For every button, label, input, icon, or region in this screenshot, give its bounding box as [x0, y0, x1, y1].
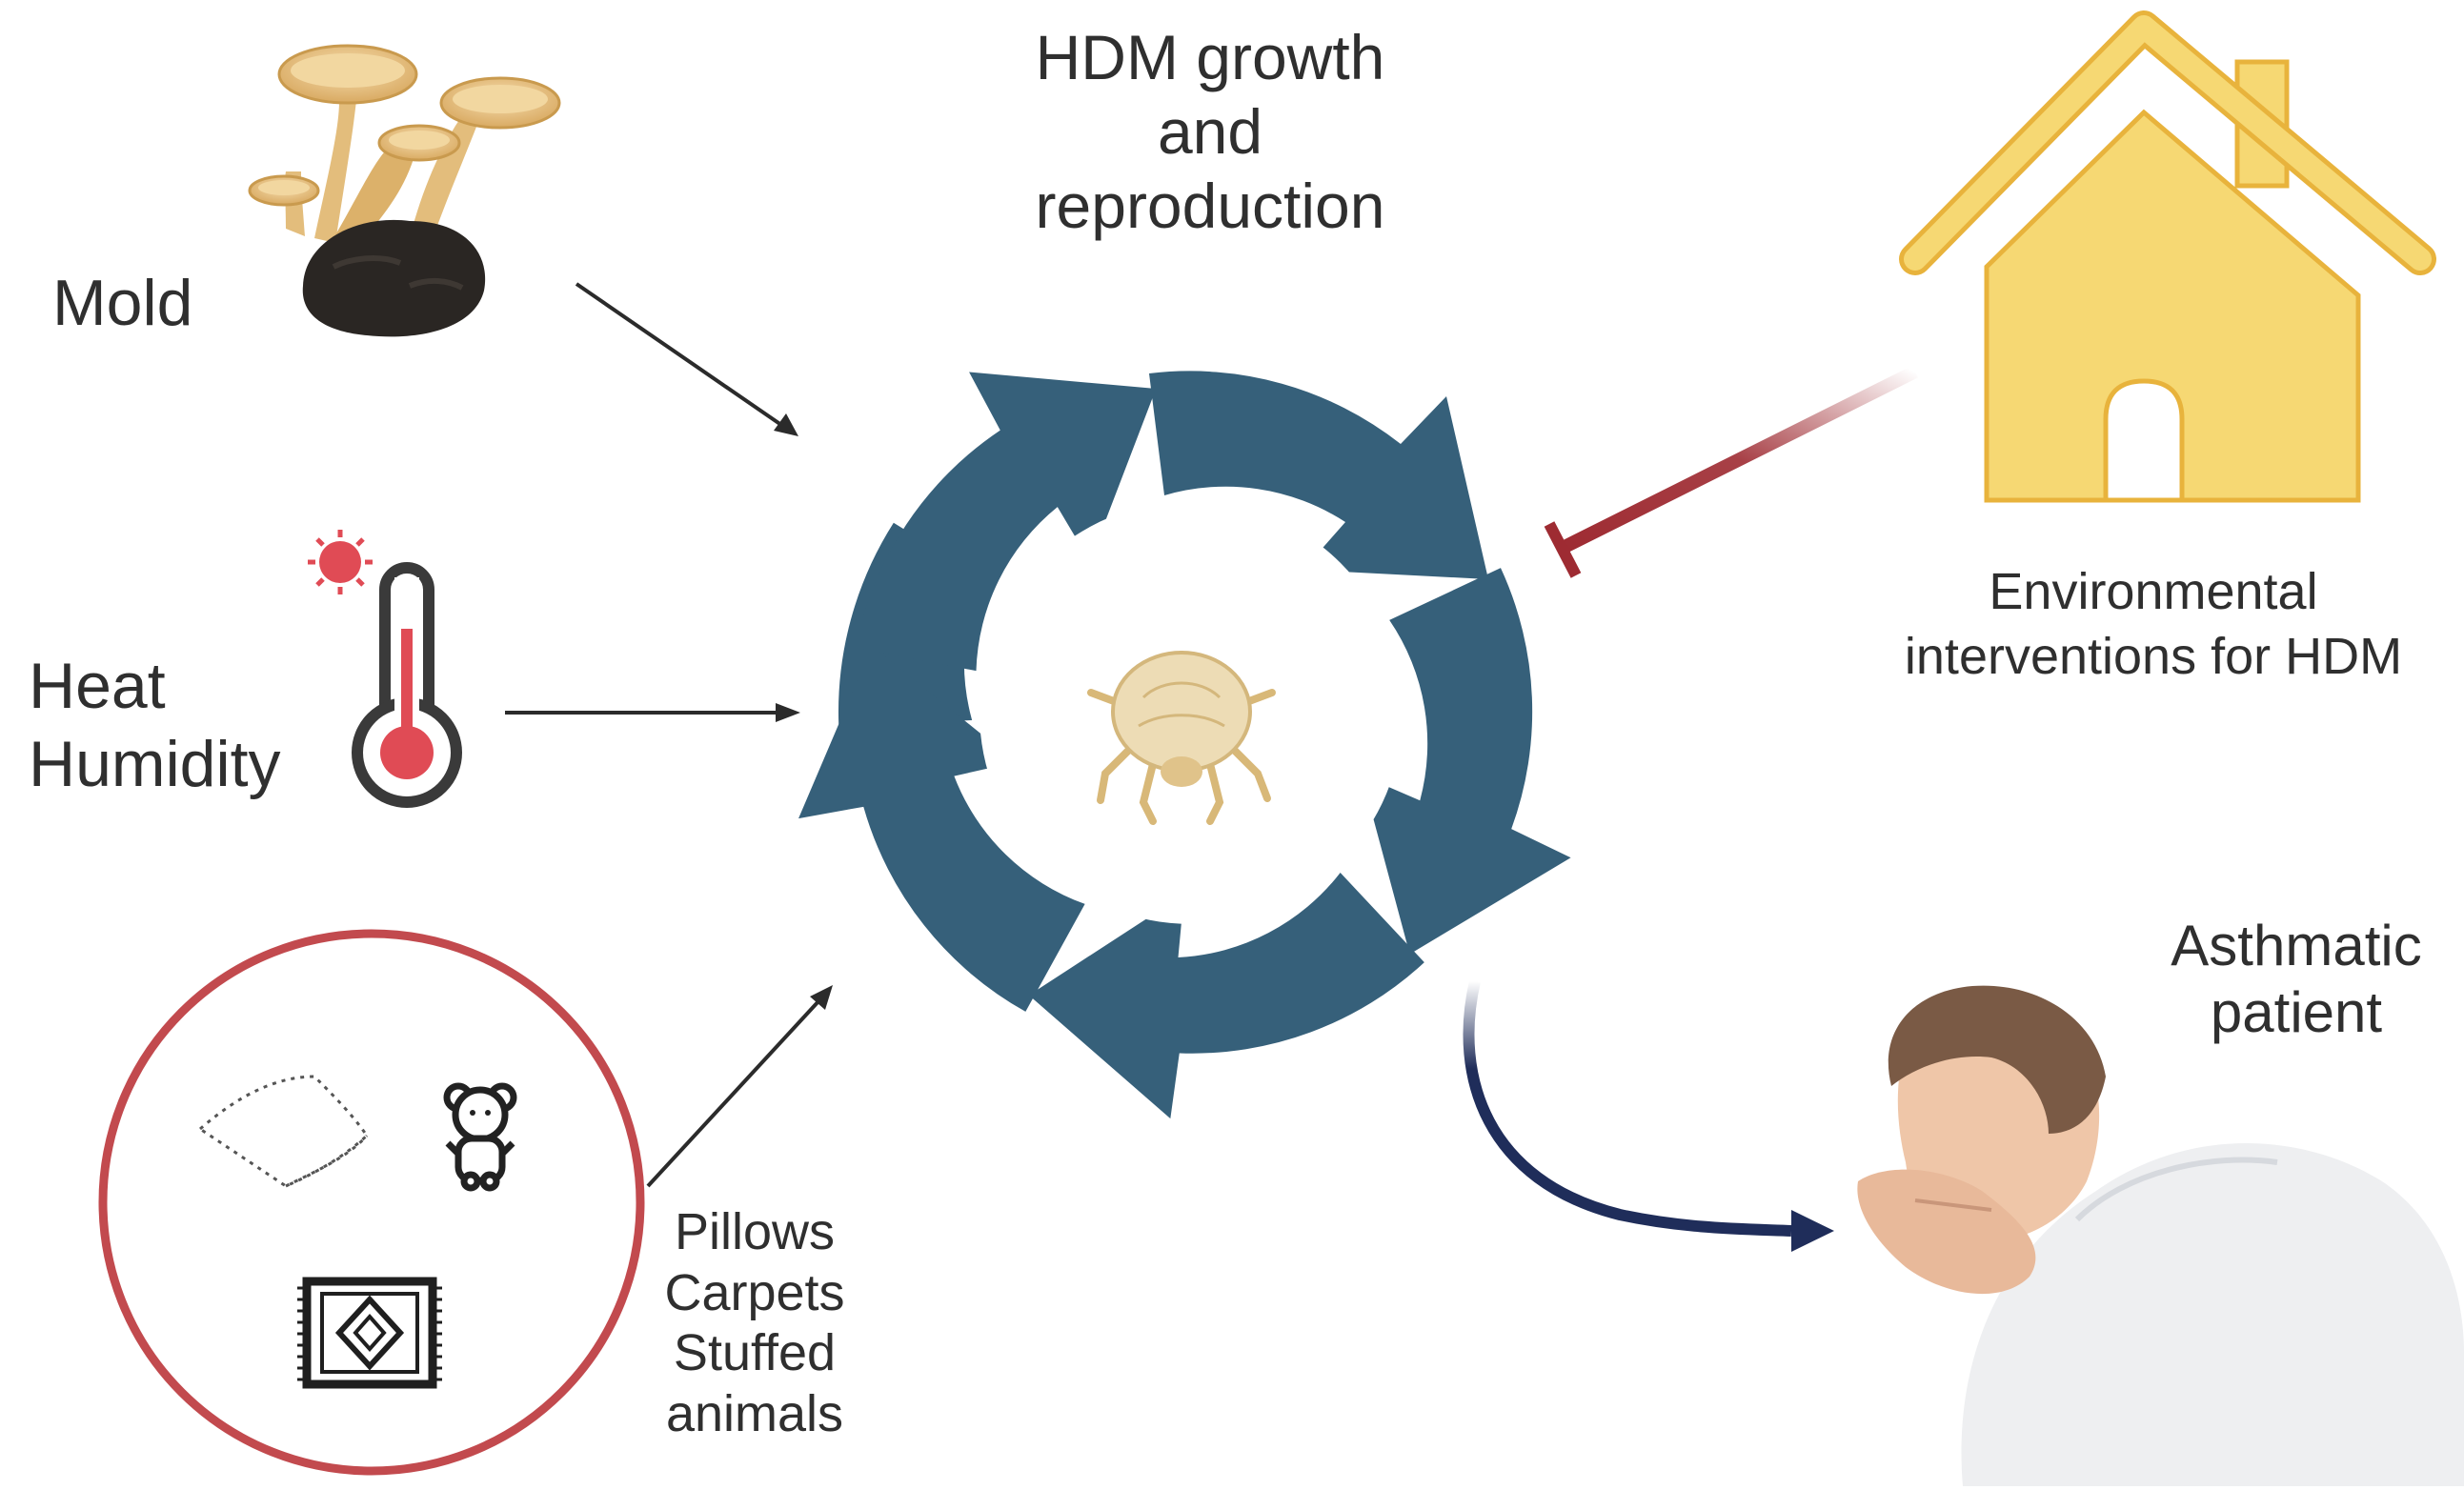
sources-line-1: Pillows [674, 1203, 836, 1260]
cycle-title: HDM growth and reproduction [962, 21, 1458, 244]
growth-cycle-arrows [798, 371, 1571, 1119]
heat-label-line-1: Heat [29, 650, 166, 722]
dust-mite-icon [1087, 651, 1276, 825]
heat-label-line-2: Humidity [29, 727, 281, 800]
mold-arrow [575, 282, 798, 436]
sources-line-2: Carpets [664, 1263, 845, 1321]
cycle-title-line-3: reproduction [1035, 170, 1385, 241]
inhibition-arrow [1544, 365, 1919, 578]
household-sources-label: Pillows Carpets Stuffed animals [640, 1202, 869, 1445]
carpet-icon [297, 1277, 442, 1389]
heat-humidity-label: Heat Humidity [29, 648, 281, 803]
interventions-line-2: interventions for HDM [1904, 627, 2403, 685]
asthmatic-patient-figure [1857, 985, 2464, 1486]
sources-line-3: Stuffed [673, 1324, 837, 1382]
patient-line-1: Asthmatic [2171, 914, 2422, 977]
sources-arrow [646, 985, 833, 1188]
mold-icon [248, 44, 561, 337]
heat-arrow [505, 703, 800, 722]
cycle-title-line-1: HDM growth [1035, 22, 1385, 92]
sources-line-4: animals [665, 1385, 844, 1443]
mold-label: Mold [52, 267, 193, 339]
patient-label: Asthmatic patient [2125, 913, 2464, 1046]
house-icon [1899, 10, 2436, 503]
cycle-title-line-2: and [1157, 95, 1263, 167]
household-sources-circle [98, 929, 645, 1476]
teddy-bear-icon [443, 1082, 517, 1192]
sun-icon [308, 530, 373, 594]
patient-line-2: patient [2210, 980, 2383, 1045]
thermometer-icon [352, 562, 462, 808]
interventions-label: Environmental interventions for HDM [1848, 560, 2458, 689]
interventions-line-1: Environmental [1989, 563, 2318, 620]
pillow-icon [197, 1075, 369, 1188]
patient-arrow [1463, 979, 1834, 1252]
